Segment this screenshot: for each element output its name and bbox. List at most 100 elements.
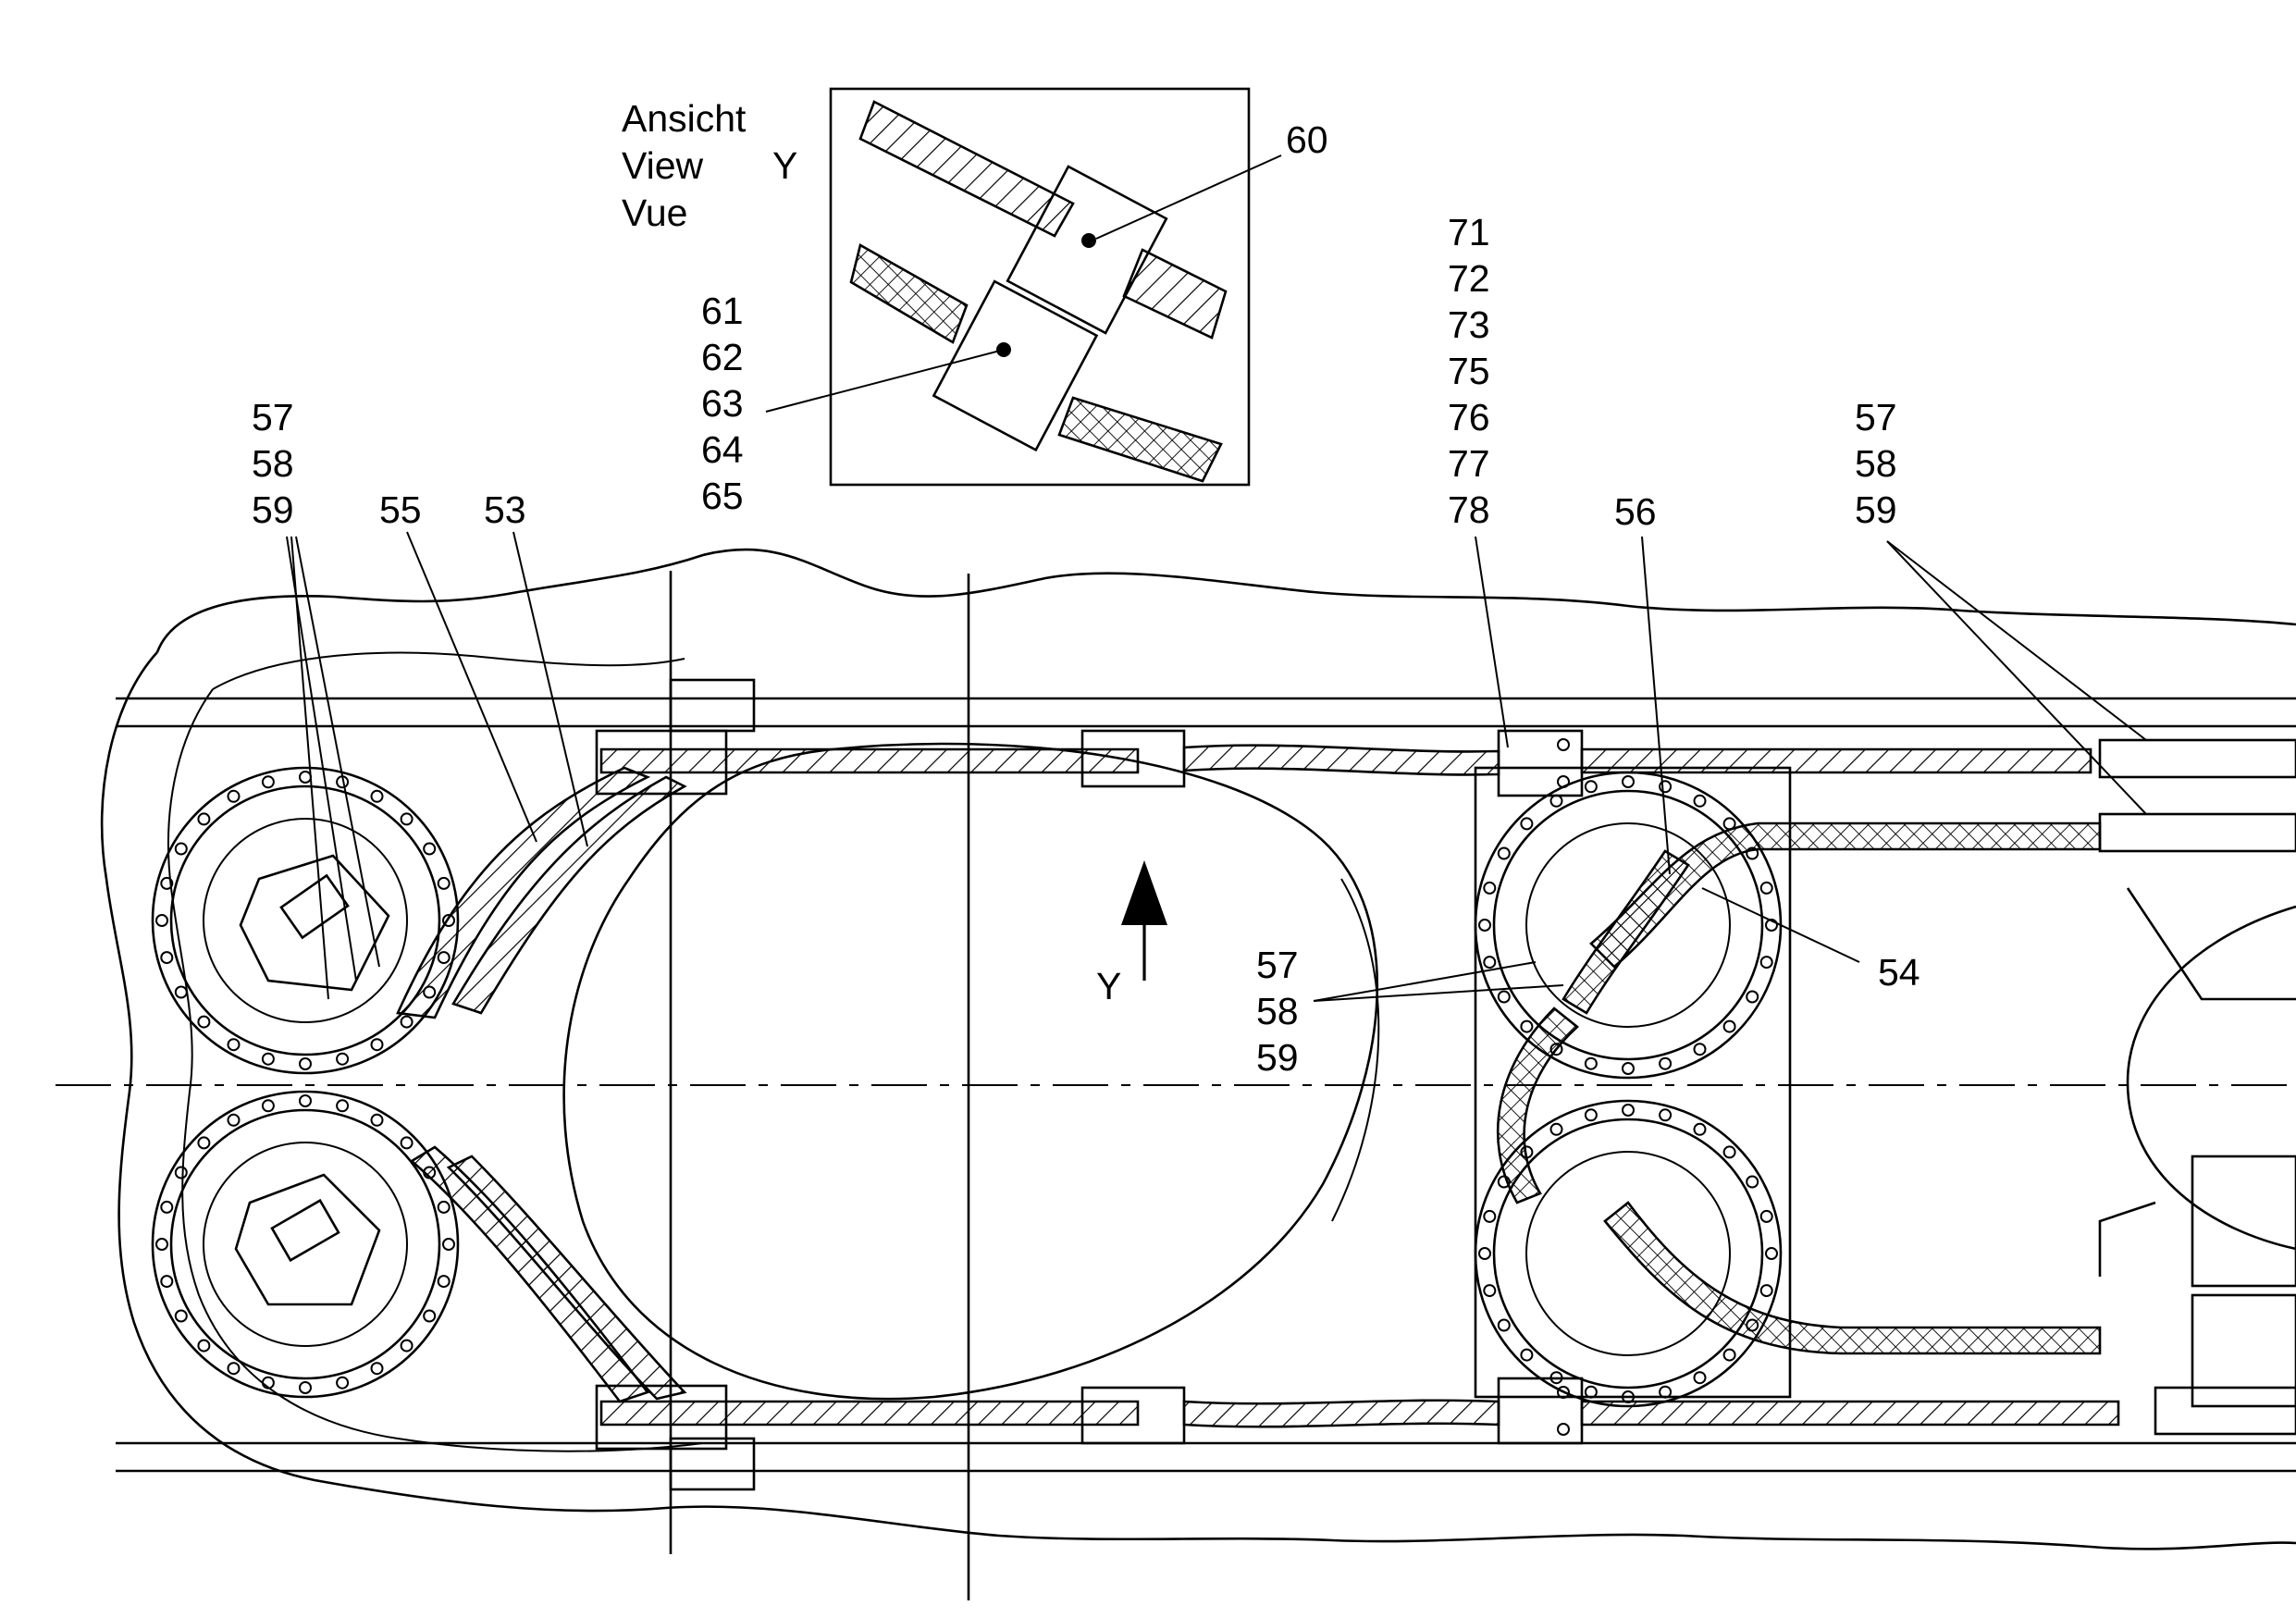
leader-lines [286, 154, 2147, 1002]
bolt-hole [1497, 846, 1511, 860]
view-arrow-label: Y [1096, 965, 1121, 1007]
bolt-hole [370, 1038, 384, 1052]
bolt-hole [299, 771, 312, 784]
bolt-hole [1693, 794, 1707, 808]
view-note-line-1: Ansicht [622, 97, 747, 140]
bolt-hole [400, 1339, 414, 1352]
bolt-hole [1659, 1056, 1673, 1070]
bolt-hole [299, 1094, 312, 1107]
bolt-hole [370, 1113, 384, 1127]
fittings [595, 729, 2296, 1451]
bolt-hole [261, 1052, 275, 1066]
label-right-58: 58 [1855, 442, 1897, 485]
label-right-57: 57 [1855, 396, 1897, 438]
bolt-hole [1693, 1371, 1707, 1385]
bolt-hole [1722, 1145, 1736, 1159]
labels: Ansicht View Vue Y 60 61 62 63 64 65 71 … [252, 97, 1920, 1079]
bolt-hole [437, 876, 451, 890]
label-63: 63 [701, 382, 744, 425]
bolt-hole [1549, 1371, 1563, 1385]
bolt-hole [370, 789, 384, 803]
bolt-hole [1759, 956, 1773, 970]
bolt-hole [423, 842, 437, 856]
bolt-hole [1622, 1062, 1635, 1075]
bolt-hole [160, 1200, 174, 1214]
center-lines [56, 759, 2296, 1388]
label-53: 53 [484, 488, 526, 531]
bolt-hole [1483, 956, 1497, 970]
label-right-59: 59 [1855, 488, 1897, 531]
label-76: 76 [1448, 396, 1490, 438]
label-left-57: 57 [252, 396, 294, 438]
bolt-hole [1497, 1318, 1511, 1332]
bolt-hole [370, 1362, 384, 1376]
bolt-hole [1759, 1209, 1773, 1223]
bolt-hole [197, 1339, 211, 1352]
bolt-hole [437, 1275, 451, 1289]
bolt-hole [160, 876, 174, 890]
bolt-hole [160, 951, 174, 965]
bolt-hole [174, 985, 188, 999]
bolt-hole [1520, 1019, 1534, 1033]
label-center-58: 58 [1256, 990, 1299, 1032]
bolt-hole [1659, 1385, 1673, 1399]
view-note-line-3: Vue [622, 191, 687, 234]
bolt-hole [1746, 846, 1759, 860]
bolt-hole [336, 1099, 350, 1113]
bolt-hole [261, 775, 275, 789]
label-62: 62 [701, 336, 744, 378]
bolt-hole [1483, 1284, 1497, 1298]
bolt-hole [1584, 1108, 1598, 1122]
bolt-hole [1520, 817, 1534, 831]
bolt-hole [1520, 1145, 1534, 1159]
label-61: 61 [701, 290, 744, 332]
bolt-hole [1584, 780, 1598, 794]
bolt-hole [1497, 1175, 1511, 1189]
bolt-hole [299, 1057, 312, 1070]
bolt-hole [1746, 1318, 1759, 1332]
bolt-hole [1693, 1122, 1707, 1136]
bolt-hole [423, 1166, 437, 1180]
bolt-hole [1659, 1108, 1673, 1122]
label-56: 56 [1614, 490, 1657, 533]
bolt-hole [1693, 1043, 1707, 1056]
bolt-hole [155, 1238, 168, 1251]
hoses [396, 744, 2120, 1428]
bolt-hole [1746, 1175, 1759, 1189]
bolt-hole [1478, 1247, 1491, 1260]
bolt-hole [437, 951, 451, 965]
label-64: 64 [701, 428, 744, 471]
bolt-hole [160, 1275, 174, 1289]
label-center-57: 57 [1256, 944, 1299, 986]
label-65: 65 [701, 475, 744, 517]
bolt-hole [299, 1381, 312, 1394]
bolt-hole [261, 1376, 275, 1390]
bolt-hole [1549, 1043, 1563, 1056]
bolt-hole [1483, 881, 1497, 895]
bolt-hole [1722, 1019, 1736, 1033]
bolt-hole [437, 1200, 451, 1214]
bolt-hole [155, 914, 168, 927]
bolt-hole [1759, 881, 1773, 895]
bolt-hole [1549, 794, 1563, 808]
label-77: 77 [1448, 442, 1490, 485]
bolt-hole [1478, 919, 1491, 932]
bolt-hole [1722, 1348, 1736, 1362]
bolt-hole [197, 1136, 211, 1150]
bolt-hole [1765, 919, 1778, 932]
bolt-hole [227, 1038, 241, 1052]
label-55: 55 [379, 488, 422, 531]
bolt-hole [197, 812, 211, 826]
view-note-letter: Y [772, 144, 797, 187]
bolt-hole [174, 1309, 188, 1323]
label-center-59: 59 [1256, 1036, 1299, 1079]
bolt-hole [442, 1238, 455, 1251]
label-73: 73 [1448, 303, 1490, 346]
bolt-hole [1549, 1122, 1563, 1136]
bolt-hole [400, 1015, 414, 1029]
bolt-hole [1584, 1385, 1598, 1399]
view-arrow-y: Y [1096, 860, 1167, 1007]
bolt-hole [261, 1099, 275, 1113]
bolt-hole [174, 842, 188, 856]
motor-bottom-left [151, 1090, 460, 1399]
